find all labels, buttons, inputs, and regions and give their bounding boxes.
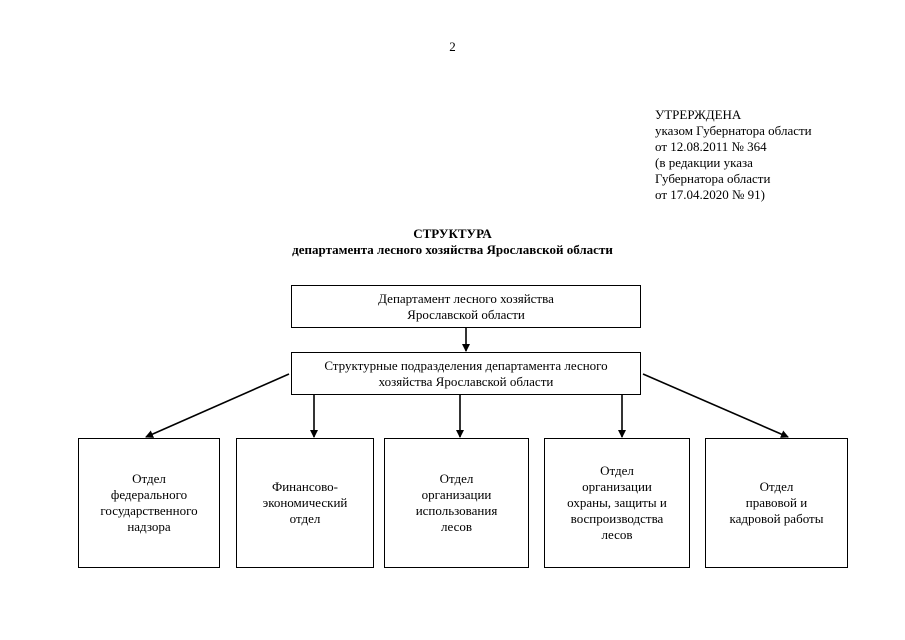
node-text: Департамент лесного хозяйства [378, 290, 554, 306]
node-text: Финансово- [271, 479, 339, 494]
node-text: хозяйства Ярославской области [378, 373, 554, 389]
node-text: надзора [127, 519, 171, 534]
node-text: федерального [110, 487, 188, 502]
node-dept-federal-supervision: Отдел федерального государственного надз… [78, 438, 220, 568]
arrow-to-dept-5 [642, 373, 789, 438]
node-text: организации [582, 479, 652, 494]
approval-line: Губернатора области [655, 171, 771, 186]
node-dept-finance: Финансово- экономический отдел [236, 438, 374, 568]
approval-stamp: УТРЕРЖДЕНА указом Губернатора области от… [655, 107, 812, 203]
title-line-1: СТРУКТУРА [413, 226, 492, 241]
node-text: Отдел [759, 479, 794, 494]
approval-line: (в редакции указа [655, 155, 753, 170]
node-text: Отдел [439, 471, 474, 486]
node-text: кадровой работы [729, 511, 824, 526]
approval-line: УТРЕРЖДЕНА [655, 107, 742, 122]
node-text: экономический [262, 495, 348, 510]
approval-line: указом Губернатора области [655, 123, 812, 138]
arrow-to-dept-1 [145, 373, 290, 438]
diagram-title: СТРУКТУРА департамента лесного хозяйства… [0, 226, 905, 258]
node-text: лесов [441, 519, 472, 534]
approval-line: от 17.04.2020 № 91) [655, 187, 765, 202]
node-text: отдел [289, 511, 321, 526]
node-text: лесов [601, 527, 633, 542]
node-text: Отдел [132, 471, 166, 486]
node-text: Ярославской области [407, 306, 525, 322]
approval-line: от 12.08.2011 № 364 [655, 139, 767, 154]
node-dept-legal-hr: Отдел правовой и кадровой работы [705, 438, 848, 568]
node-text: государственного [100, 503, 198, 518]
node-dept-forest-protection: Отдел организации охраны, защиты и воспр… [544, 438, 690, 568]
node-text: воспроизводства [570, 511, 664, 526]
node-text: правовой и [745, 495, 808, 510]
node-text: организации [421, 487, 492, 502]
node-text: Отдел [600, 463, 634, 478]
node-text: использования [415, 503, 498, 518]
node-text: охраны, защиты и [567, 495, 667, 510]
title-line-2: департамента лесного хозяйства Ярославск… [292, 242, 613, 257]
page-number: 2 [449, 39, 456, 54]
node-department: Департамент лесного хозяйства Ярославско… [291, 285, 641, 328]
node-subdivisions: Структурные подразделения департамента л… [291, 352, 641, 395]
node-dept-forest-use: Отдел организации использования лесов [384, 438, 529, 568]
node-text: Структурные подразделения департамента л… [324, 357, 608, 373]
